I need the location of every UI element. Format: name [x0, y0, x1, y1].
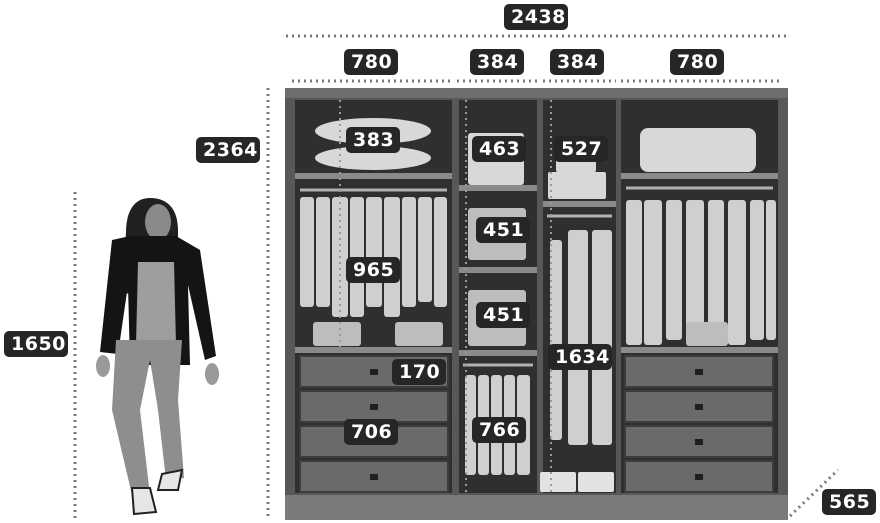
section-1-width-label: 780 [344, 49, 398, 75]
dimension-lines [73, 34, 840, 519]
drawer-gap-label: 170 [392, 359, 446, 385]
face [145, 204, 171, 240]
left-hand [96, 355, 110, 377]
bottom-hanging-label: 766 [472, 417, 526, 443]
top-mid-left-shelf-label: 463 [472, 136, 526, 162]
legs [112, 340, 184, 495]
total-width-label: 2438 [504, 4, 568, 30]
total-height-label: 2364 [196, 137, 260, 163]
left-shoe [130, 487, 158, 516]
mid-shelf-2-label: 451 [476, 302, 530, 328]
top-mid-right-shelf-label: 527 [554, 136, 608, 162]
right-hand [205, 363, 219, 385]
pillow [315, 146, 431, 170]
wardrobe [285, 88, 788, 520]
shoe-boxes [540, 472, 614, 492]
section-3-width-label: 384 [550, 49, 604, 75]
interior-dimension-lines [339, 100, 552, 493]
wardrobe-plinth [285, 495, 788, 520]
person-silhouette [96, 198, 219, 516]
left-hanging-label: 965 [346, 257, 400, 283]
shelves [295, 173, 778, 356]
section-2-width-label: 384 [470, 49, 524, 75]
right-shoe [156, 468, 184, 491]
storage-box [548, 172, 606, 199]
top-left-shelf-label: 383 [346, 127, 400, 153]
drawers-height-label: 706 [344, 419, 398, 445]
suitcase [640, 128, 756, 172]
person-height-label: 1650 [4, 331, 68, 357]
wardrobe-top-trim [285, 88, 788, 98]
section-4-width-label: 780 [670, 49, 724, 75]
shirt [136, 262, 176, 345]
hanging-rails [300, 186, 773, 367]
long-hanging-label: 1634 [548, 344, 612, 370]
depth-line [788, 468, 840, 518]
depth-label: 565 [822, 489, 876, 515]
mid-shelf-1-label: 451 [476, 217, 530, 243]
